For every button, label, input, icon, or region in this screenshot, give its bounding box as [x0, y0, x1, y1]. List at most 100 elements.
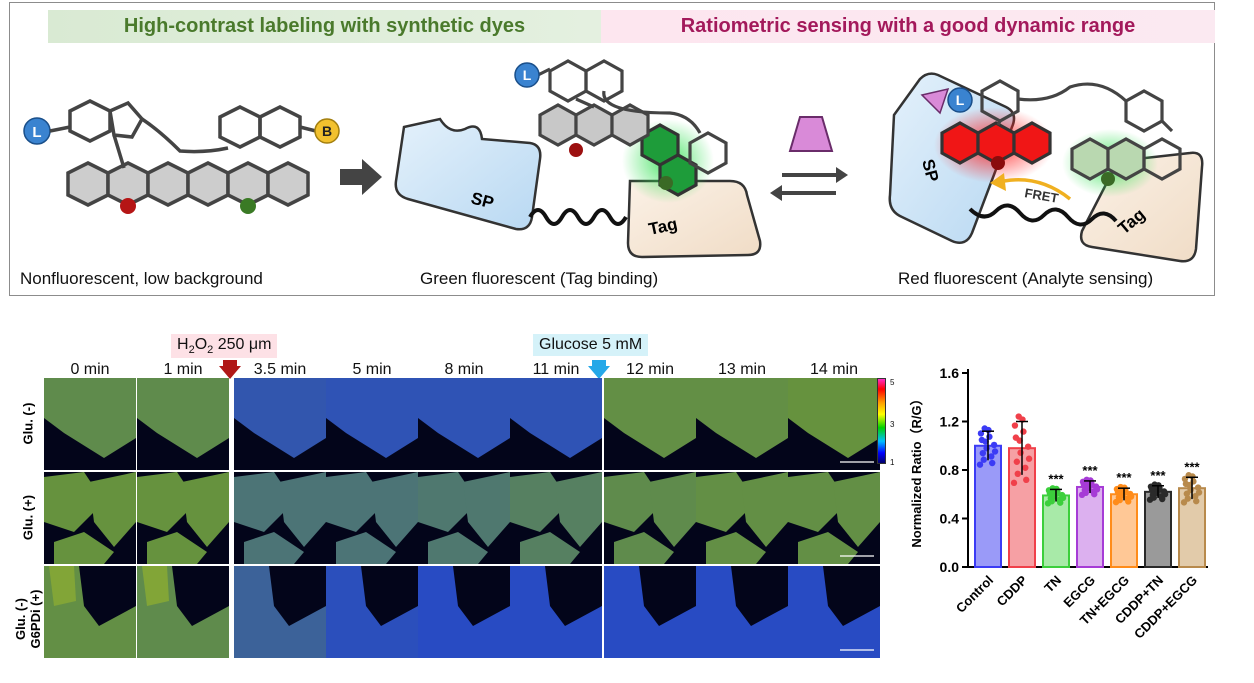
y-tick-label: 1.2	[940, 414, 960, 430]
data-point	[1187, 486, 1194, 494]
significance-label: ***	[1048, 471, 1064, 486]
data-point	[988, 453, 995, 460]
micrograph-tile	[510, 378, 602, 470]
linker-chain	[528, 208, 628, 226]
data-point	[1013, 458, 1021, 465]
red-dot	[120, 198, 136, 214]
ligand-label: L	[32, 124, 41, 141]
protein-complex-green: SP Tag L	[394, 59, 762, 259]
micrograph-tile	[604, 566, 696, 658]
data-point	[1012, 434, 1020, 441]
arrow-right-icon	[340, 159, 382, 195]
micrograph-tile	[788, 566, 880, 658]
data-point	[1093, 486, 1101, 493]
time-point-label: 8 min	[444, 361, 484, 378]
micrograph-tile	[696, 378, 788, 470]
bar	[1076, 485, 1104, 569]
micrograph-tile	[137, 472, 229, 564]
data-point	[978, 436, 986, 444]
scheme-illustration: L B SP Tag	[23, 59, 1204, 263]
data-point	[1022, 464, 1029, 471]
caption-red: Red fluorescent (Analyte sensing)	[898, 269, 1154, 288]
data-point	[1011, 422, 1019, 429]
data-point	[1023, 476, 1030, 484]
micrograph-tile	[44, 472, 136, 564]
micrograph-tile	[788, 378, 880, 470]
micrograph-tile	[234, 566, 326, 658]
banner-sensing: Ratiometric sensing with a good dynamic …	[601, 10, 1215, 43]
data-point	[1082, 489, 1089, 497]
equilibrium-arrows-icon	[782, 173, 836, 195]
micrograph-tile	[234, 472, 326, 564]
data-point	[1125, 498, 1132, 505]
fret-label: FRET	[1023, 185, 1059, 206]
time-point-label: 13 min	[717, 361, 767, 378]
data-point	[1059, 494, 1067, 502]
time-point-label: 5 min	[352, 361, 392, 378]
ligand-label-right: L	[956, 92, 965, 108]
micrograph-tile	[44, 566, 136, 658]
bar	[1042, 494, 1070, 568]
data-point	[1193, 497, 1200, 505]
caption-green: Green fluorescent (Tag binding)	[420, 269, 659, 288]
time-point-label: 11 min	[532, 361, 580, 378]
data-point	[1015, 413, 1022, 420]
glucose-stimulus-label: Glucose 5 mM	[533, 334, 649, 356]
time-point-label: 0 min	[70, 361, 110, 378]
molecule-closed	[23, 99, 340, 207]
data-point	[976, 461, 984, 468]
colorbar-min: 1	[890, 458, 895, 467]
data-point	[1025, 455, 1033, 462]
data-point	[1024, 443, 1032, 450]
boronate-badge	[314, 118, 340, 144]
micrograph-tile	[137, 378, 229, 470]
micrograph-tile	[418, 566, 510, 658]
protein-complex-red: SP Tag	[888, 72, 1204, 263]
data-point	[1150, 494, 1157, 501]
h2o2-arrow-icon	[219, 360, 241, 379]
data-point	[1148, 486, 1156, 493]
micrograph-tile	[510, 472, 602, 564]
linker-chain-right	[968, 203, 1118, 227]
category-label: CDDP	[993, 572, 1030, 609]
boronate-label: B	[322, 123, 332, 139]
data-point	[980, 456, 987, 463]
y-tick-label: 0.8	[940, 462, 960, 478]
micrograph-tile	[696, 472, 788, 564]
data-point	[981, 425, 988, 432]
category-label: Control	[953, 573, 996, 616]
ratio-colorbar	[877, 378, 886, 464]
data-point	[986, 433, 993, 440]
micrograph-tile	[44, 378, 136, 470]
micrograph-tile	[326, 378, 418, 470]
data-point	[990, 441, 998, 449]
fret-arrow	[1003, 178, 1072, 201]
data-point	[1080, 481, 1088, 488]
data-point	[1020, 428, 1027, 435]
data-point	[1195, 489, 1203, 496]
ligand-label-mid: L	[523, 67, 532, 83]
h2o2-stimulus-label: H2O2 250 μm	[171, 334, 278, 359]
micrograph-tile	[418, 378, 510, 470]
y-axis-label: Normalized Ratio（R/G）	[909, 392, 924, 547]
data-point	[1194, 484, 1202, 491]
data-point	[979, 449, 987, 457]
data-point	[1091, 490, 1098, 498]
y-tick-label: 1.6	[940, 365, 960, 381]
data-point	[1114, 488, 1122, 496]
y-tick-label: 0.0	[940, 559, 960, 575]
data-point	[989, 459, 996, 467]
micrograph-tile	[234, 378, 326, 470]
data-point	[1184, 495, 1191, 502]
row-label: Glu. (-)G6PDi (+)	[13, 589, 43, 649]
micrograph-tile	[696, 566, 788, 658]
data-point	[991, 448, 999, 455]
time-point-label: 3.5 min	[253, 361, 307, 378]
data-point	[1116, 496, 1123, 504]
category-label: TN	[1041, 573, 1064, 596]
micrograph-tile	[510, 566, 602, 658]
data-point	[1048, 498, 1055, 505]
data-point	[1190, 478, 1197, 485]
micrograph-tile	[418, 472, 510, 564]
